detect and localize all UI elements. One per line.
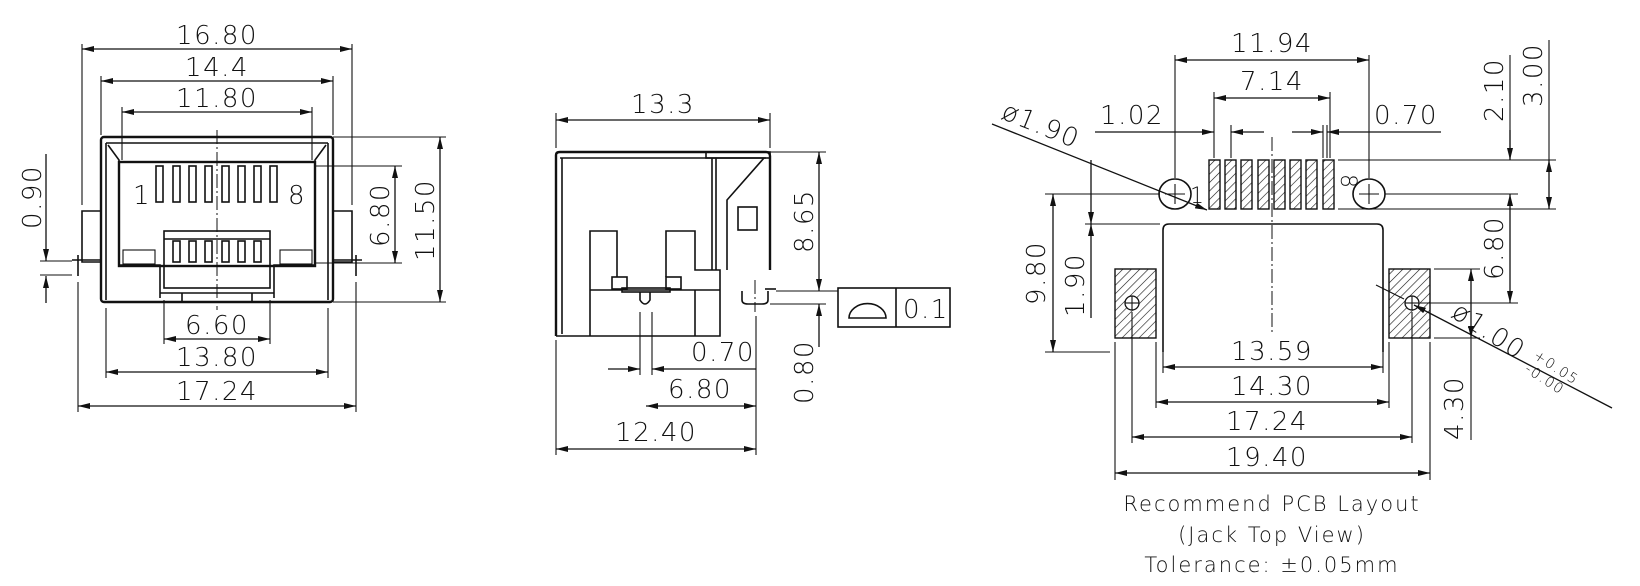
side-window — [737, 206, 758, 231]
dim-1-90: 1.90 — [1061, 253, 1091, 317]
pcb-pin-8-label: 8 — [1335, 174, 1360, 190]
dim-hole-dia-1-00: ø1.00 — [1446, 297, 1531, 366]
dim-0-80: 0.80 — [790, 340, 820, 404]
dim-12-40: 12.40 — [615, 418, 697, 448]
dim-14-30: 14.30 — [1231, 372, 1313, 402]
dim-6-80-side: 6.80 — [668, 375, 732, 405]
dim-0-90: 0.90 — [18, 165, 48, 229]
dim-17-24-pcb: 17.24 — [1226, 407, 1308, 437]
dim-19-40: 19.40 — [1226, 443, 1308, 473]
front-view: 1 8 16.80 14.4 11.80 0.90 — [18, 21, 446, 412]
locating-post — [639, 292, 651, 305]
pcb-pin-1-label: 1 — [1190, 184, 1206, 209]
dim-9-80: 9.80 — [1022, 241, 1052, 305]
dim-2-10: 2.10 — [1480, 58, 1510, 122]
caption-tolerance: Tolerance: ±0.05mm — [1144, 553, 1399, 577]
dim-11-50: 11.50 — [411, 179, 441, 261]
signal-pads — [1208, 159, 1335, 210]
dim-14-4: 14.4 — [185, 53, 249, 83]
profile-tolerance-value: 0.1 — [903, 295, 949, 325]
dim-0-70-pcb: 0.70 — [1374, 101, 1438, 131]
dim-7-14: 7.14 — [1240, 67, 1304, 97]
pin-1-label: 1 — [133, 181, 151, 211]
dim-16-80: 16.80 — [176, 21, 258, 51]
caption-subtitle: (Jack Top View) — [1178, 523, 1366, 547]
dim-6-60: 6.60 — [185, 311, 249, 341]
dim-0-70: 0.70 — [691, 338, 755, 368]
dim-8-65: 8.65 — [790, 189, 820, 253]
profile-of-surface-icon — [848, 302, 887, 319]
dim-11-80: 11.80 — [176, 84, 258, 114]
dim-3-00: 3.00 — [1519, 43, 1549, 107]
caption-title: Recommend PCB Layout — [1123, 492, 1420, 516]
dim-13-3: 13.3 — [631, 90, 695, 120]
jack-footprint-outline — [1162, 223, 1384, 352]
pin-8-label: 8 — [288, 181, 306, 211]
dim-11-94: 11.94 — [1231, 29, 1313, 59]
side-view: 13.3 8.65 0.80 0.1 0.70 6.80 12.40 — [554, 90, 951, 455]
dim-4-30: 4.30 — [1440, 376, 1470, 440]
side-body-outline — [554, 150, 772, 336]
dim-1-02: 1.02 — [1100, 101, 1164, 131]
dim-6-80-pcb: 6.80 — [1480, 216, 1510, 280]
contact-slots — [155, 165, 278, 203]
profile-tolerance-frame: 0.1 — [837, 287, 951, 328]
dim-13-59: 13.59 — [1231, 337, 1313, 367]
dim-6-80: 6.80 — [366, 183, 396, 247]
dim-hole-dia-1-90: ø1.90 — [997, 97, 1084, 155]
dim-17-24: 17.24 — [176, 377, 258, 407]
dim-13-80: 13.80 — [176, 343, 258, 373]
latch-teeth — [172, 240, 262, 263]
pcb-layout-view: 1 8 11.94 7.14 1.02 0.70 ø1.90 — [991, 29, 1613, 577]
